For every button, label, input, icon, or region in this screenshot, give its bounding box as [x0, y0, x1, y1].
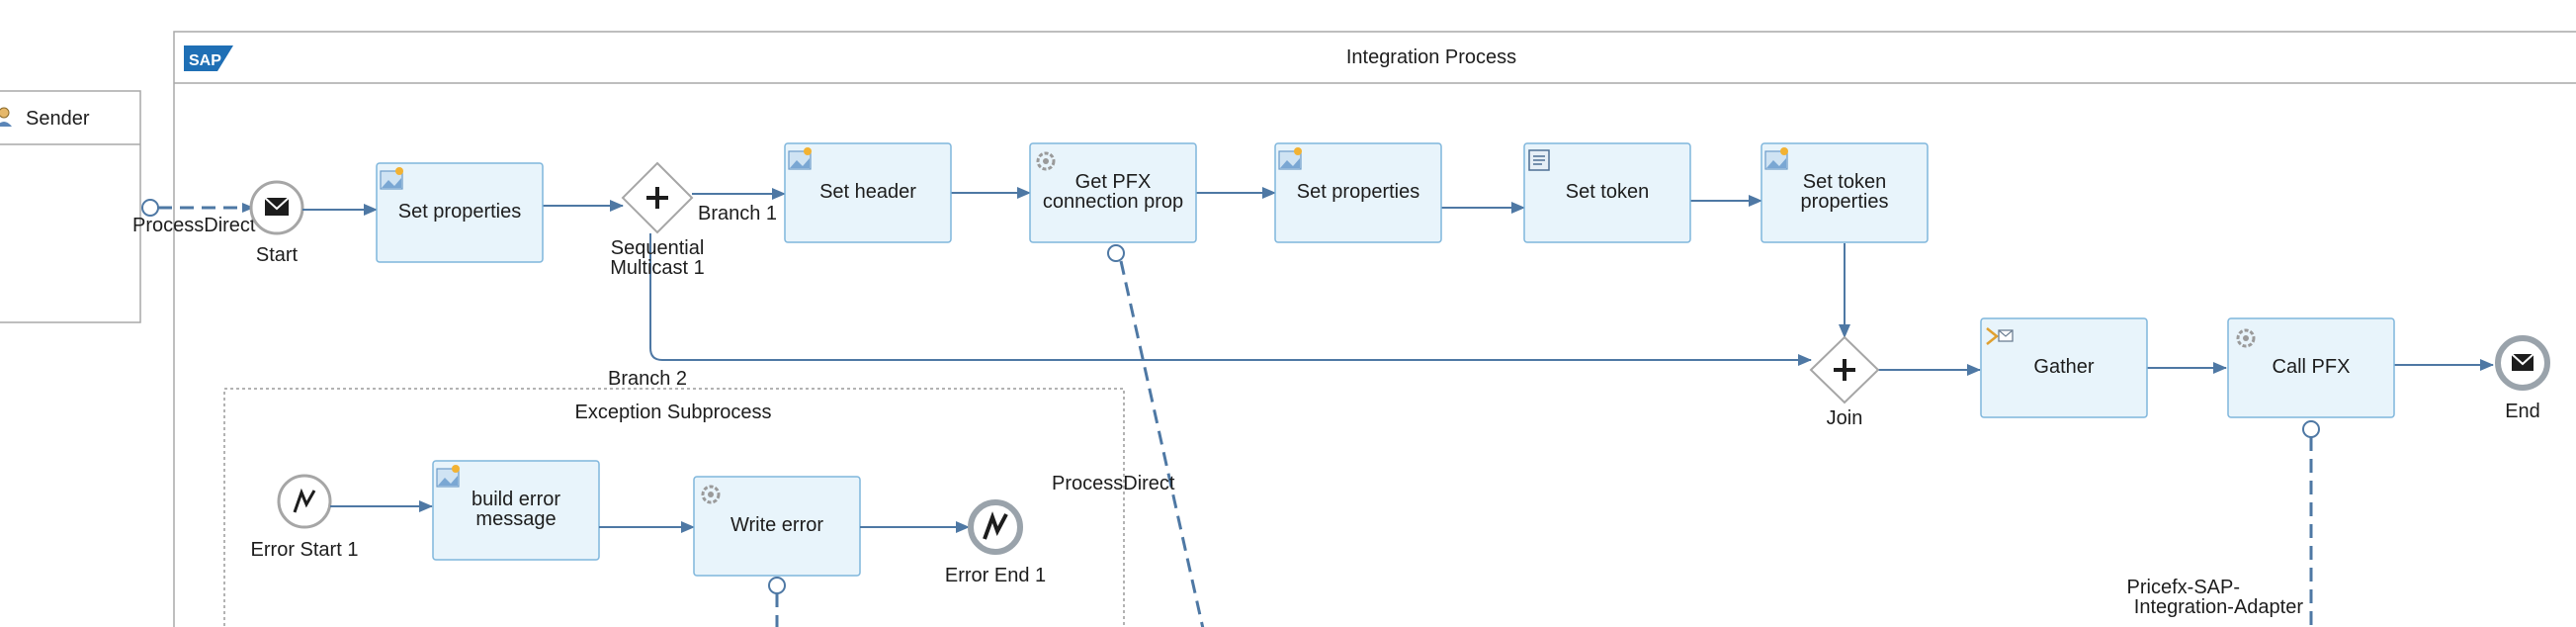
message-envelope-icon	[2511, 353, 2534, 371]
gear-icon	[2236, 328, 2256, 348]
call-pfx-label: Call PFX	[2273, 356, 2351, 378]
sap-logo: SAP	[184, 45, 233, 71]
call-pfx-step[interactable]: Call PFX	[2227, 317, 2395, 418]
gear-icon	[1036, 151, 1056, 171]
lightning-icon	[983, 511, 1008, 540]
process-direct-out-flow[interactable]	[1119, 260, 1205, 627]
process-direct-out-label: ProcessDirect	[1052, 473, 1175, 494]
set-token-props-label-line1: Set token	[1803, 171, 1887, 193]
sap-logo-text: SAP	[189, 52, 221, 69]
content-modifier-icon	[380, 167, 403, 190]
build-error-label-line1: build error	[472, 489, 560, 510]
set-properties-1-label: Set properties	[398, 201, 522, 223]
sequential-multicast-gateway[interactable]	[621, 161, 694, 234]
get-pfx-receiver-anchor[interactable]	[1107, 244, 1125, 262]
adapter-label-line2: Integration-Adapter	[2134, 596, 2304, 618]
error-end-label: Error End 1	[945, 565, 1046, 586]
sender-participant[interactable]	[0, 90, 141, 323]
script-icon	[1528, 149, 1550, 171]
flow-branch2[interactable]	[649, 233, 1812, 366]
gather-label: Gather	[2033, 356, 2094, 378]
gather-step[interactable]: Gather	[1980, 317, 2148, 418]
pool-title: Integration Process	[1346, 46, 1516, 68]
set-properties-2-label: Set properties	[1297, 181, 1420, 203]
content-modifier-icon	[1764, 147, 1788, 170]
build-error-label-line2: message	[475, 508, 556, 530]
join-gateway[interactable]	[1809, 335, 1880, 404]
exception-subprocess[interactable]	[223, 388, 1125, 627]
join-label: Join	[1827, 407, 1863, 429]
error-start-label: Error Start 1	[251, 539, 359, 561]
get-pfx-label-line1: Get PFX	[1075, 171, 1152, 193]
set-properties-step-1[interactable]: Set properties	[376, 162, 544, 263]
end-label: End	[2505, 401, 2540, 422]
set-token-label: Set token	[1566, 181, 1650, 203]
multicast-label-line2: Multicast 1	[610, 257, 705, 279]
sender-person-icon	[0, 107, 12, 127]
set-token-props-label-line2: properties	[1801, 191, 1889, 213]
branch1-label: Branch 1	[698, 203, 777, 224]
set-token-properties-step[interactable]: Set token properties	[1760, 142, 1929, 243]
build-error-message-step[interactable]: build error message	[432, 460, 600, 561]
start-label: Start	[256, 244, 299, 266]
get-pfx-connection-prop-step[interactable]: Get PFX connection prop	[1029, 142, 1197, 243]
content-modifier-icon	[436, 465, 460, 488]
get-pfx-label-line2: connection prop	[1043, 191, 1183, 213]
branch2-label: Branch 2	[608, 368, 687, 390]
lightning-icon	[293, 488, 316, 513]
content-modifier-icon	[788, 147, 812, 170]
write-error-step[interactable]: Write error	[693, 476, 861, 577]
write-error-receiver-anchor[interactable]	[768, 577, 786, 594]
message-envelope-icon	[264, 197, 290, 216]
process-direct-in-anchor[interactable]	[141, 199, 159, 217]
set-token-step[interactable]: Set token	[1523, 142, 1691, 243]
sender-label: Sender	[26, 108, 90, 130]
write-error-label: Write error	[730, 514, 823, 536]
set-header-label: Set header	[819, 181, 916, 203]
exception-subprocess-title: Exception Subprocess	[574, 402, 771, 423]
process-direct-in-label: ProcessDirect	[132, 215, 256, 236]
content-modifier-icon	[1278, 147, 1302, 170]
gear-icon	[701, 485, 721, 504]
gather-icon	[1986, 327, 2014, 345]
set-properties-step-2[interactable]: Set properties	[1274, 142, 1442, 243]
call-pfx-receiver-anchor[interactable]	[2302, 420, 2320, 438]
multicast-label-line1: Sequential	[611, 237, 705, 259]
adapter-label-line1: Pricefx-SAP-	[2127, 577, 2240, 598]
set-header-step[interactable]: Set header	[784, 142, 952, 243]
